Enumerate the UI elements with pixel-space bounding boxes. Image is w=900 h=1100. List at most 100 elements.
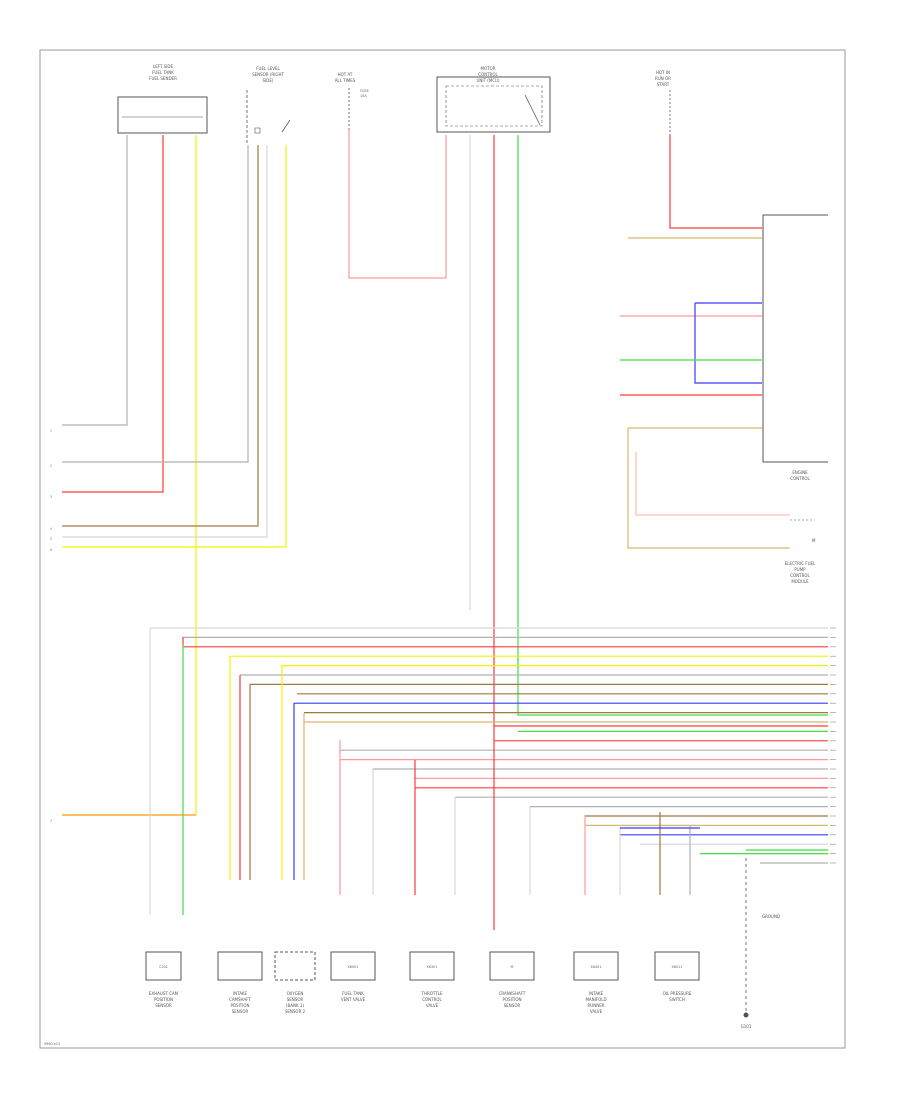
component-label: INTAKE	[233, 991, 248, 996]
component-label: CONTROL	[422, 997, 442, 1002]
wire-fuse-loop	[348, 130, 447, 279]
component-label: SWITCH	[669, 997, 685, 1002]
component-fuel-sender-left: LEFT SIDE FUEL TANK FUEL SENDER	[117, 64, 208, 134]
component-label: SENSOR	[504, 1003, 521, 1008]
svg-text:FUSE: FUSE	[360, 89, 369, 93]
component-code: X6401	[591, 965, 602, 969]
svg-text:CONTROL: CONTROL	[790, 476, 810, 481]
component-fuel-level-sensor-right: FUEL LEVEL SENSOR (RIGHT SIDE)	[246, 66, 291, 145]
wire-ecm-to-pump	[627, 428, 790, 549]
svg-text:UNIT (MCU): UNIT (MCU)	[476, 78, 500, 83]
component-label: CAMSHAFT	[229, 997, 251, 1002]
component-box	[489, 951, 535, 981]
left-pin-label: 5	[50, 537, 52, 541]
wire-sender-2	[62, 135, 164, 493]
left-pin-label: 1	[50, 429, 52, 433]
component-code: C201	[159, 965, 168, 969]
svg-text:MODULE: MODULE	[791, 579, 809, 584]
component-box	[654, 951, 700, 981]
wire-top5-red	[669, 135, 762, 229]
component-box	[330, 951, 376, 981]
component-label: POSITION	[154, 997, 173, 1002]
wire-level-3	[62, 145, 268, 538]
left-pin-label: 2	[50, 464, 52, 468]
svg-text:FUEL TANK: FUEL TANK	[152, 70, 174, 75]
svg-text:ALL TIMES: ALL TIMES	[335, 78, 356, 83]
component-label: EXHAUST CAM	[149, 991, 179, 996]
component-label: SENSOR	[287, 997, 304, 1002]
wire-ecm-blue2	[694, 303, 762, 384]
svg-text:LEFT SIDE: LEFT SIDE	[153, 64, 174, 69]
left-pin-label: 7	[50, 819, 52, 823]
electric-fuel-pump-module: ELECTRIC FUEL PUMP CONTROL MODULE M	[785, 519, 816, 584]
component-label: SENSOR	[155, 1003, 172, 1008]
component-label: OXYGEN	[287, 991, 304, 996]
svg-text:15A: 15A	[360, 94, 367, 98]
component-label: POSITION	[230, 1003, 249, 1008]
component-label: SENSOR 2	[285, 1009, 306, 1014]
left-pin-label: 6	[50, 548, 52, 552]
component-label: OIL PRESSURE	[663, 991, 692, 996]
svg-text:RUN OR: RUN OR	[655, 76, 671, 81]
component-box	[409, 951, 455, 981]
wire-level-4	[62, 145, 287, 548]
svg-text:G101: G101	[741, 1024, 752, 1029]
wire-mcu-3	[517, 135, 828, 716]
wire-level-2	[62, 145, 259, 527]
component-label: CRANKSHAFT	[499, 991, 526, 996]
component-box	[274, 951, 316, 981]
component-label: (BANK 1)	[286, 1003, 304, 1008]
left-pin-labels: 1 2 3 4 5 6 7	[50, 429, 52, 823]
component-code: X6301	[427, 965, 438, 969]
svg-text:HOT AT: HOT AT	[338, 72, 353, 77]
component-box	[217, 951, 263, 981]
component-label: SENSOR	[232, 1009, 249, 1014]
svg-text:ENGINE: ENGINE	[792, 470, 808, 475]
component-fuse-hot-at-all-times: HOT AT ALL TIMES FUSE 15A	[335, 72, 369, 130]
component-motor-control-unit: MOTOR CONTROL UNIT (MCU)	[436, 66, 551, 133]
left-pin-label: 4	[50, 527, 52, 531]
component-hot-in-run-or-start: HOT IN RUN OR START	[655, 70, 671, 135]
svg-text:HOT IN: HOT IN	[656, 70, 670, 75]
svg-text:CONTROL: CONTROL	[478, 72, 498, 77]
component-box	[145, 951, 182, 981]
footer-code: 9960 e13	[44, 1042, 60, 1046]
wiring	[62, 130, 828, 930]
component-code: X6001	[348, 965, 359, 969]
component-code: X8011	[672, 965, 683, 969]
wire-pump-pink	[635, 452, 790, 516]
component-code: M	[511, 965, 514, 969]
svg-text:MOTOR: MOTOR	[481, 66, 496, 71]
svg-text:START: START	[657, 82, 670, 87]
svg-text:SENSOR (RIGHT: SENSOR (RIGHT	[252, 72, 284, 77]
svg-text:FUEL LEVEL: FUEL LEVEL	[256, 66, 280, 71]
component-label: THROTTLE	[421, 991, 443, 996]
left-pin-label: 3	[50, 495, 52, 499]
component-label: MANIFOLD	[585, 997, 606, 1002]
component-label: INTAKE	[589, 991, 604, 996]
ground-symbol: G101 GROUND	[741, 858, 780, 1029]
bus-pin-labels	[830, 627, 836, 864]
svg-text:FUEL SENDER: FUEL SENDER	[149, 76, 177, 81]
component-label: VALVE	[426, 1003, 439, 1008]
component-label: RUNNER	[588, 1003, 605, 1008]
diagram-frame	[39, 49, 846, 1049]
wire-sender-1	[62, 135, 128, 426]
engine-control-module-block: ENGINE CONTROL	[762, 214, 828, 481]
svg-text:SIDE): SIDE)	[263, 78, 274, 83]
component-box	[573, 951, 619, 981]
component-label: VENT VALVE	[341, 997, 366, 1002]
svg-text:PUMP: PUMP	[794, 567, 806, 572]
svg-text:GROUND: GROUND	[762, 914, 780, 919]
svg-text:CONTROL: CONTROL	[790, 573, 810, 578]
svg-text:M: M	[812, 538, 816, 543]
